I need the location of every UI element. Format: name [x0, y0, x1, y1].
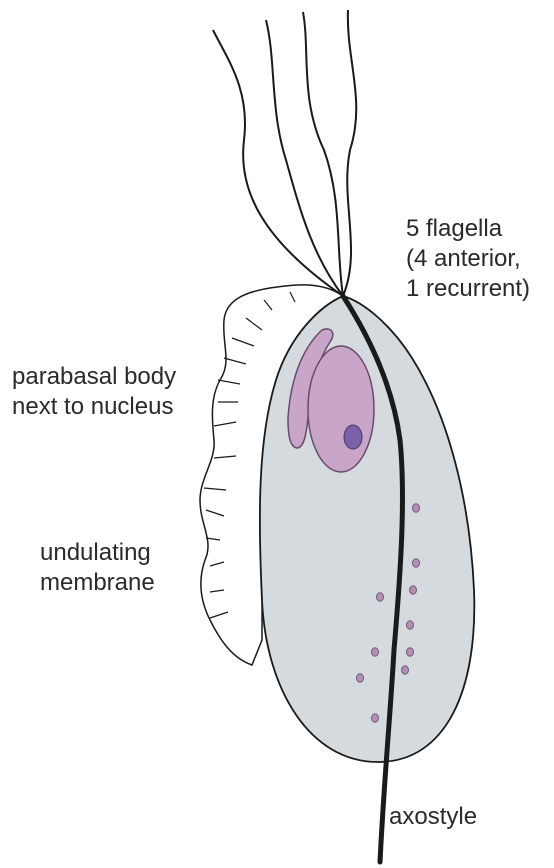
- flagellum-1: [213, 30, 343, 296]
- flagella-label-line-1: 5 flagella: [406, 214, 530, 244]
- undulating-label-line-2: membrane: [40, 568, 155, 598]
- flagella-label-line-3: 1 recurrent): [406, 274, 530, 304]
- parabasal-label-line-1: parabasal body: [12, 362, 176, 392]
- undulating-membrane-label: undulating membrane: [40, 538, 155, 598]
- parabasal-label: parabasal body next to nucleus: [12, 362, 176, 422]
- nucleus: [308, 346, 374, 472]
- parabasal-label-line-2: next to nucleus: [12, 392, 176, 422]
- flagellum-2: [266, 20, 343, 296]
- nucleolus: [344, 425, 362, 449]
- flagellum-3: [303, 12, 343, 296]
- axostyle-label-text: axostyle: [389, 802, 477, 832]
- undulating-label-line-1: undulating: [40, 538, 155, 568]
- axostyle-label: axostyle: [389, 802, 477, 832]
- flagellum-4: [343, 10, 356, 296]
- flagella-label-line-2: (4 anterior,: [406, 244, 530, 274]
- flagella-label: 5 flagella (4 anterior, 1 recurrent): [406, 214, 530, 304]
- cell-body: [260, 296, 474, 762]
- flagella: [213, 10, 356, 296]
